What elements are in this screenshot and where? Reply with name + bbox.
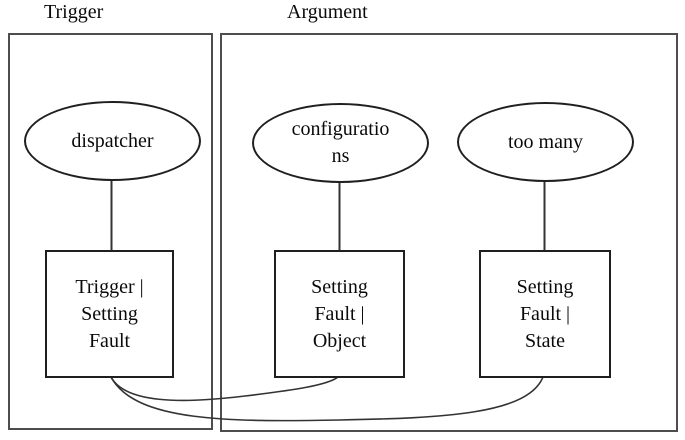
- node-setting-fault-state-line2: Fault |: [519, 302, 571, 325]
- node-setting-fault-object-line2: Fault |: [314, 302, 365, 325]
- node-configurations: configuratio ns: [252, 103, 429, 183]
- node-too-many: too many: [457, 102, 634, 182]
- node-trigger-setting-fault-line2: Setting: [81, 302, 138, 325]
- group-box-trigger: [8, 33, 213, 430]
- node-trigger-setting-fault-line3: Fault: [88, 329, 131, 352]
- node-setting-fault-state: Setting Fault | State: [479, 250, 611, 378]
- node-dispatcher: dispatcher: [24, 101, 201, 181]
- node-dispatcher-label: dispatcher: [71, 129, 154, 152]
- node-trigger-setting-fault-line1: Trigger |: [75, 275, 144, 298]
- node-setting-fault-object-line3: Object: [312, 329, 367, 352]
- node-setting-fault-object: Setting Fault | Object: [274, 250, 405, 378]
- node-configurations-label-line2: ns: [331, 145, 350, 167]
- node-too-many-label: too many: [508, 130, 583, 153]
- node-trigger-setting-fault: Trigger | Setting Fault: [45, 250, 174, 378]
- group-label-trigger: Trigger: [44, 1, 104, 23]
- node-configurations-label-line1: configuratio: [291, 118, 390, 140]
- node-setting-fault-object-line1: Setting: [311, 275, 368, 298]
- group-label-argument: Argument: [287, 1, 368, 23]
- group-box-argument: [220, 33, 678, 432]
- node-setting-fault-state-line3: State: [525, 329, 565, 352]
- node-setting-fault-state-line1: Setting: [516, 275, 574, 298]
